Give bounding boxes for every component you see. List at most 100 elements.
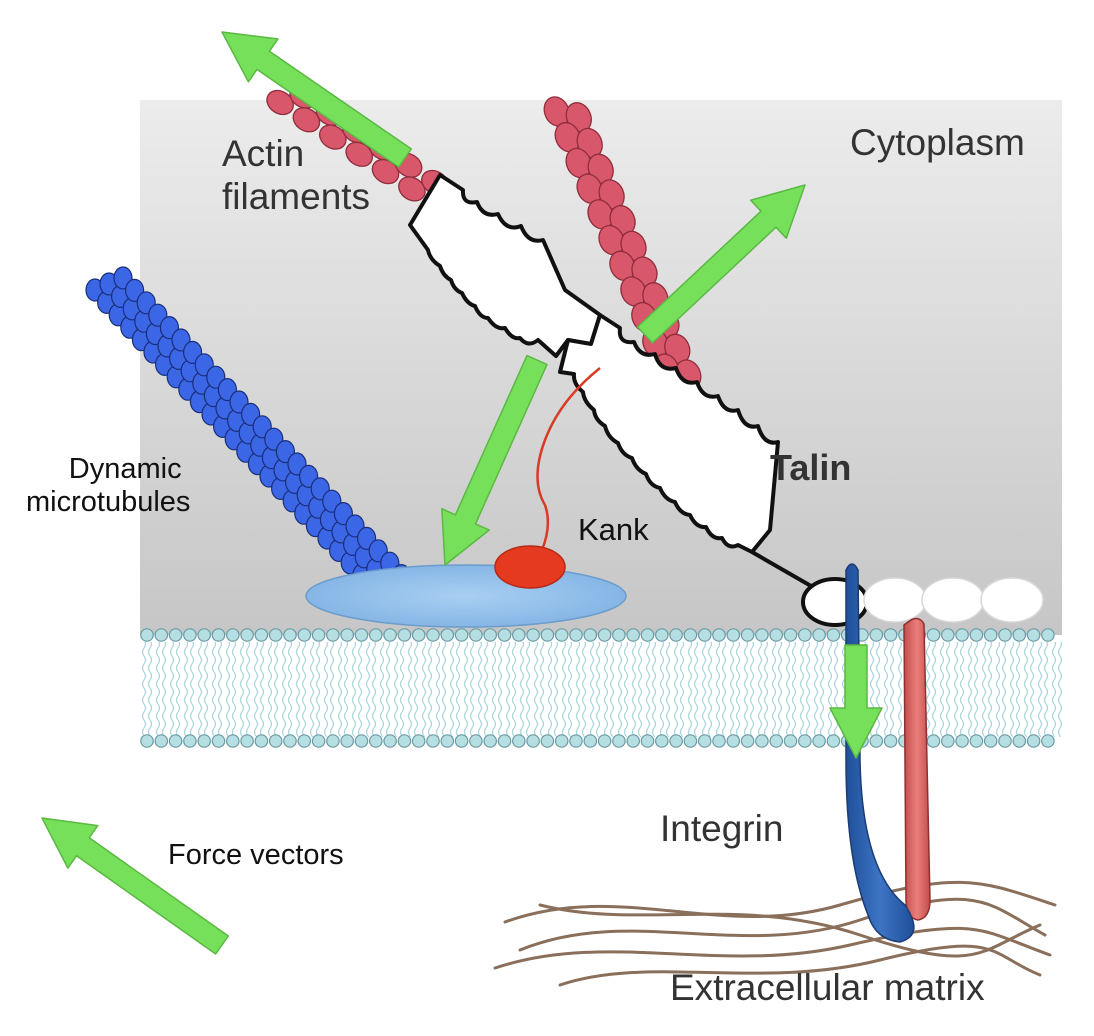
- lipid-head: [226, 734, 240, 748]
- lipid-head: [740, 628, 755, 642]
- lipid-head: [526, 628, 540, 642]
- lipid-head: [340, 734, 354, 748]
- lipid-head: [1041, 734, 1055, 748]
- lipid-head: [311, 628, 326, 642]
- talin-rod: [408, 173, 819, 592]
- lipid-head: [226, 628, 240, 642]
- lipid-head: [654, 628, 669, 642]
- lipid-head: [869, 734, 884, 748]
- lipid-head: [697, 628, 712, 642]
- lipid-head: [154, 628, 169, 642]
- lipid-head: [454, 734, 469, 748]
- force-arrow-integrin: [829, 644, 883, 759]
- lipid-head: [955, 734, 969, 748]
- talin-label: Talin: [770, 447, 852, 488]
- force-arrow-up-right: [636, 184, 806, 344]
- actin-monomer: [345, 141, 374, 167]
- lipid-head: [554, 628, 569, 642]
- force-vectors-label: Force vectors: [168, 839, 344, 871]
- lipid-head: [769, 628, 783, 642]
- lipid-head: [812, 734, 826, 748]
- lipid-head: [511, 734, 526, 748]
- lipid-head: [740, 734, 755, 748]
- lipid-head: [869, 628, 884, 642]
- lipid-head: [383, 734, 397, 748]
- kank-label: Kank: [578, 512, 649, 547]
- lipid-head: [440, 734, 455, 748]
- lipid-head: [383, 628, 397, 642]
- lipid-head: [240, 734, 254, 748]
- lipid-head: [983, 734, 998, 748]
- lipid-head: [411, 734, 426, 748]
- lipid-head: [354, 734, 369, 748]
- lipid-head: [626, 734, 640, 748]
- lipid-head: [368, 734, 383, 748]
- lipid-head: [183, 628, 197, 642]
- lipid-head: [683, 628, 698, 642]
- lipid-head: [969, 628, 984, 642]
- lipid-head: [583, 734, 598, 748]
- lipid-head: [597, 734, 612, 748]
- lipid-head: [612, 628, 626, 642]
- actin-monomer: [292, 107, 321, 133]
- lipid-head: [426, 734, 440, 748]
- lipid-head: [540, 734, 555, 748]
- lipid-head: [168, 628, 183, 642]
- lipid-head: [511, 628, 526, 642]
- lipid-head: [926, 734, 941, 748]
- lipid-head: [769, 734, 783, 748]
- lipid-head: [197, 628, 211, 642]
- lipid-head: [140, 734, 154, 748]
- lipid-head: [469, 628, 483, 642]
- lipid-head: [726, 628, 741, 642]
- lipid-head: [1026, 734, 1041, 748]
- lipid-head: [497, 628, 512, 642]
- membrane-heads-bottom: [140, 734, 1055, 748]
- force-arrows: [41, 31, 883, 955]
- lipid-head: [683, 734, 698, 748]
- lipid-head: [483, 628, 497, 642]
- lipid-head: [926, 628, 941, 642]
- lipid-head: [440, 628, 455, 642]
- lipid-head: [755, 628, 769, 642]
- lipid-head: [354, 628, 369, 642]
- lipid-head: [654, 734, 669, 748]
- lipid-head: [669, 628, 683, 642]
- lipid-head: [1012, 628, 1027, 642]
- lipid-head: [168, 734, 183, 748]
- membrane-heads-top: [140, 628, 1055, 642]
- lipid-head: [783, 628, 798, 642]
- lipid-head: [826, 734, 841, 748]
- lipid-head: [998, 628, 1012, 642]
- lipid-head: [283, 628, 297, 642]
- lipid-head: [569, 628, 583, 642]
- integrin-beta-subunit: [845, 563, 915, 943]
- lipid-head: [640, 628, 655, 642]
- lipid-head: [140, 628, 154, 642]
- lipid-head: [283, 734, 297, 748]
- lipid-head: [297, 734, 312, 748]
- lipid-head: [1012, 734, 1027, 748]
- lipid-head: [397, 734, 412, 748]
- lipid-head: [712, 734, 726, 748]
- lipid-head: [526, 734, 540, 748]
- lipid-head: [326, 628, 340, 642]
- lipid-head: [540, 628, 555, 642]
- lipid-head: [712, 628, 726, 642]
- lipid-head: [311, 734, 326, 748]
- lipid-head: [254, 628, 269, 642]
- lipid-head: [755, 734, 769, 748]
- lipid-head: [554, 734, 569, 748]
- lipid-head: [211, 628, 226, 642]
- lipid-head: [469, 734, 483, 748]
- lipid-head: [998, 734, 1012, 748]
- lipid-head: [297, 628, 312, 642]
- kank-partner-complex: [305, 564, 627, 628]
- lipid-head: [154, 734, 169, 748]
- lipid-head: [340, 628, 354, 642]
- lipid-head: [640, 734, 655, 748]
- lipid-head: [812, 628, 826, 642]
- lipid-head: [940, 734, 955, 748]
